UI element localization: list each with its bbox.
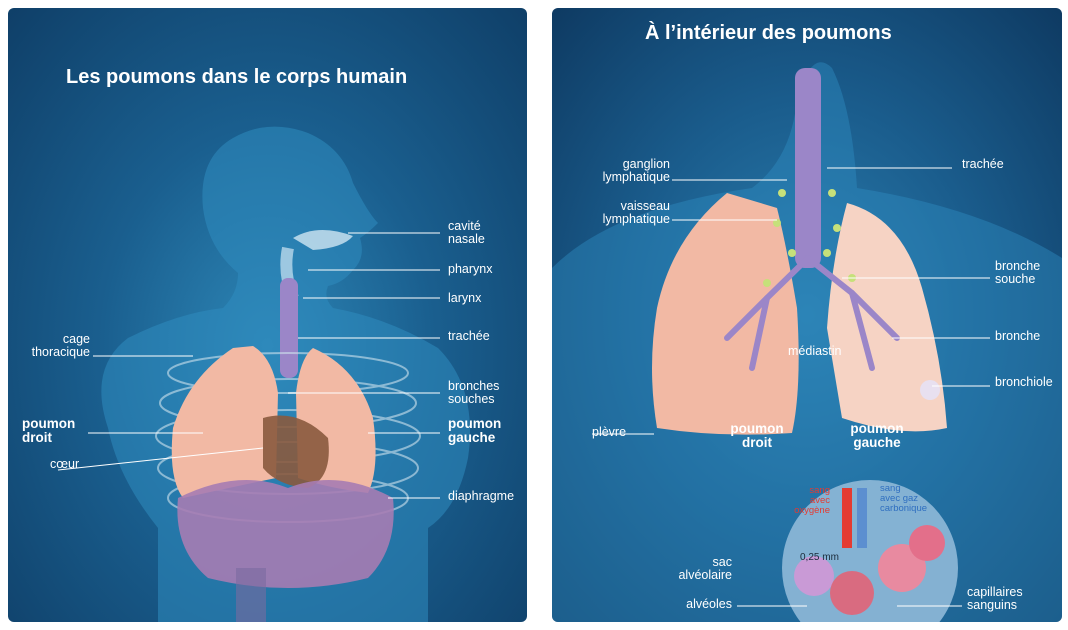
label-bronches-souches: bronches souches [448,380,499,406]
vessel-red [842,488,852,548]
panel-inside-lungs: À l’intérieur des poumons ganglion lymph… [552,8,1062,622]
label-mediastin: médiastin [788,345,842,358]
vessel-blue [857,488,867,548]
label-bronchiole: bronchiole [995,376,1053,389]
label-pharynx: pharynx [448,263,492,276]
label-larynx: larynx [448,292,481,305]
label-cavite-nasale: cavité nasale [448,220,485,246]
label-capillaires-sanguins: capillaires sanguins [967,586,1023,612]
panel-lungs-in-body: Les poumons dans le corps humain cavité … [8,8,527,622]
label-plevre: plèvre [592,426,626,439]
label-trachee: trachée [962,158,1004,171]
label-sang-oxygene: sang avec oxygène [780,486,830,516]
label-sang-gaz-carbonique: sang avec gaz carbonique [880,484,927,514]
trachea [280,278,298,378]
label-bronche: bronche [995,330,1040,343]
label-vaisseau-lymphatique: vaisseau lymphatique [582,200,670,226]
spine [236,568,266,622]
bronchiole-detail [920,380,940,400]
label-poumon-droit: poumon droit [22,417,75,445]
trachea [795,68,821,268]
label-coeur: cœur [50,458,79,471]
label-trachee: trachée [448,330,490,343]
label-diaphragme: diaphragme [448,490,514,503]
label-bronche-souche: bronche souche [995,260,1040,286]
label-scale: 0,25 mm [800,551,839,564]
label-cage-thoracique: cage thoracique [18,333,90,359]
label-poumon-gauche: poumon gauche [842,422,912,450]
label-sac-alveolaire: sac alvéolaire [652,556,732,582]
label-poumon-droit: poumon droit [722,422,792,450]
diaphragm [177,480,393,588]
label-poumon-gauche: poumon gauche [448,417,501,445]
label-alveoles: alvéoles [652,598,732,611]
page-title: Les poumons dans le corps humain [66,66,407,89]
label-ganglion-lymphatique: ganglion lymphatique [582,158,670,184]
body-illustration [8,8,527,622]
lungs-illustration [552,8,1062,622]
page-title: À l’intérieur des poumons [645,22,892,45]
